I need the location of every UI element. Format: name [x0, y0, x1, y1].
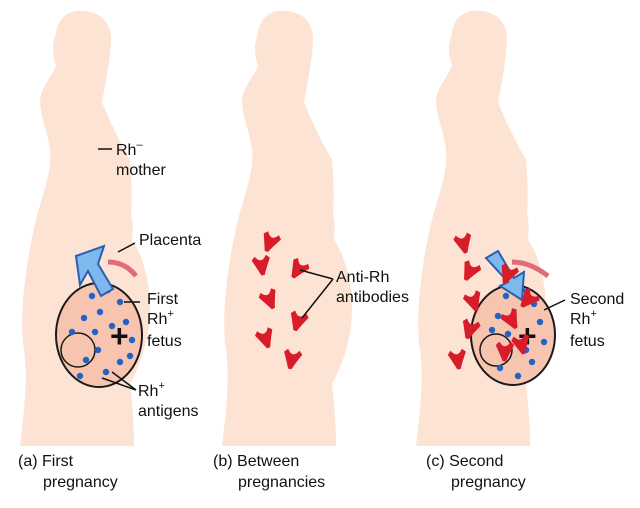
caption-a: (a) First pregnancy [18, 453, 118, 491]
mother-silhouette [222, 10, 352, 447]
rh-antigen-dot [94, 346, 102, 354]
rh-antigen-dot [102, 368, 110, 376]
panel-first-pregnancy: + [20, 10, 150, 447]
caption-b: (b) Between pregnancies [213, 453, 326, 491]
labels: Rh– mother Placenta First Rh+ fetus Rh+ … [116, 139, 624, 420]
leader-placenta [117, 242, 136, 253]
rh-antigen-dot [116, 358, 124, 366]
antigen-dots [68, 286, 136, 380]
rh-antigen-dot [76, 372, 84, 380]
rh-antigen-dot [502, 292, 510, 300]
fetus [470, 284, 556, 386]
label-first: First [147, 291, 179, 308]
label-antigens: antigens [138, 403, 199, 420]
label-rh-pos-antigens: Rh+ [138, 380, 165, 400]
label-rh-pos-second: Rh+ [570, 308, 597, 328]
rh-antigen-dot [88, 292, 96, 300]
label-fetus: fetus [147, 333, 182, 350]
label-rh-pos: Rh+ [147, 308, 174, 328]
caption-c: (c) Second pregnancy [426, 453, 526, 491]
label-mother: mother [116, 162, 166, 179]
fetus-head [60, 332, 96, 368]
rh-antigen-dot [514, 372, 522, 380]
placenta [107, 259, 138, 278]
rh-antigen-dot [494, 312, 502, 320]
rh-antigen-dot [91, 328, 99, 336]
rh-antigen-dot [96, 308, 104, 316]
plus-sign: + [110, 318, 129, 354]
label-rh-neg: Rh– [116, 139, 143, 159]
antigen-transfer-arrow [74, 244, 115, 298]
rh-antigen-dot [126, 352, 134, 360]
panel-second-pregnancy: + [416, 10, 566, 447]
label-anti-rh: Anti-Rh [336, 269, 389, 286]
label-second: Second [570, 291, 624, 308]
rh-antigen-dot [80, 314, 88, 322]
rh-antigen-dot [528, 358, 536, 366]
label-fetus-second: fetus [570, 333, 605, 350]
rh-antigen-dot [496, 364, 504, 372]
leader-antigens [101, 371, 137, 391]
placenta [511, 259, 550, 278]
rh-antigen-dot [122, 318, 130, 326]
rh-antigen-dot [128, 336, 136, 344]
leader-second-fetus [543, 299, 566, 311]
rh-antigen-dot [488, 326, 496, 334]
rh-antigen-dot [504, 330, 512, 338]
rh-antigen-dot [116, 298, 124, 306]
panel-between-pregnancies [222, 10, 352, 447]
rh-antigen-dot [540, 338, 548, 346]
leader-antibodies [299, 269, 334, 319]
rh-antigen-dot [82, 356, 90, 364]
rh-antigen-dot [536, 318, 544, 326]
label-antibodies: antibodies [336, 289, 409, 306]
rh-antigen-dot [68, 328, 76, 336]
label-placenta: Placenta [139, 232, 201, 249]
rh-antigen-dot [108, 322, 116, 330]
